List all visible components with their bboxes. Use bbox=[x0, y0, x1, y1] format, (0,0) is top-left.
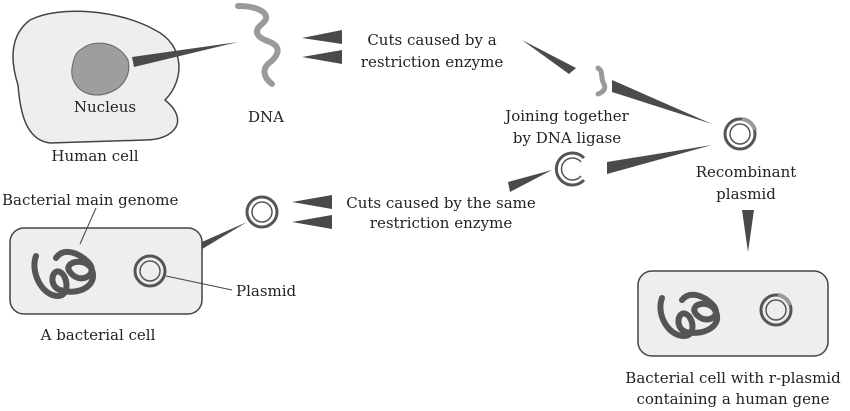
joining-label-line2: by DNA ligase bbox=[512, 129, 622, 147]
bacterial-genome-icon bbox=[31, 248, 97, 299]
bacterial-plasmid-icon bbox=[133, 254, 167, 288]
result-genome-icon bbox=[657, 291, 721, 339]
plasmid-label: Plasmid bbox=[236, 282, 297, 300]
nucleus-label: Nucleus bbox=[73, 98, 137, 116]
nucleus-icon bbox=[71, 42, 130, 96]
bacterial-main-genome-label: Bacterial main genome bbox=[2, 191, 179, 209]
arrow-wedge-icon bbox=[612, 80, 712, 124]
recombinant-label-line1: Recombinant bbox=[695, 163, 797, 181]
arrow-wedge-icon bbox=[508, 170, 552, 192]
bacterial-plasmid-inner-ring bbox=[139, 260, 161, 282]
cut-plasmid-icon bbox=[554, 151, 586, 187]
result-plasmid-icon bbox=[759, 293, 793, 327]
plasmid-icon bbox=[245, 195, 279, 229]
recombinant-plasmid-inner-ring bbox=[729, 123, 751, 145]
joining-label-line1: Joining together bbox=[505, 107, 629, 125]
genome-leader-line bbox=[79, 207, 97, 245]
dna-strand-icon bbox=[235, 3, 281, 87]
arrow-wedge-icon bbox=[132, 42, 238, 67]
result-cell-label-line1: Bacterial cell with r-plasmid bbox=[625, 369, 841, 387]
dna-fragment-icon bbox=[595, 65, 608, 97]
arrow-wedge-icon bbox=[522, 40, 576, 74]
result-plasmid-inner-ring bbox=[765, 299, 787, 321]
dna-label: DNA bbox=[248, 108, 284, 126]
arrow-wedge-icon bbox=[302, 50, 342, 64]
cuts-same-label-line1: Cuts caused by the same bbox=[346, 194, 536, 212]
result-insert-segment bbox=[777, 293, 792, 306]
recombinant-insert-segment bbox=[741, 117, 757, 131]
recombinant-label-line2: plasmid bbox=[716, 185, 776, 203]
cut-plasmid-inner-ring bbox=[560, 157, 582, 181]
result-cell-label-line2: containing a human gene bbox=[636, 390, 830, 408]
cuts-restriction-label-line2: restriction enzyme bbox=[360, 53, 504, 71]
recombinant-plasmid-icon bbox=[723, 117, 757, 151]
arrow-wedge-icon bbox=[607, 145, 712, 174]
cuts-restriction-label-line1: Cuts caused by a bbox=[367, 31, 497, 49]
plasmid-inner-ring bbox=[251, 201, 273, 223]
arrow-wedge-icon bbox=[302, 30, 342, 44]
result-cell-box bbox=[637, 270, 829, 357]
human-cell-label: Human cell bbox=[51, 147, 139, 165]
cuts-same-label-line2: restriction enzyme bbox=[369, 214, 513, 232]
plasmid-leader-line bbox=[165, 275, 233, 291]
arrow-wedge-icon bbox=[292, 215, 332, 229]
arrow-wedge-icon bbox=[292, 195, 332, 209]
arrow-wedge-icon bbox=[742, 210, 754, 252]
bacterial-cell-box bbox=[9, 227, 203, 315]
bacterial-cell-label: A bacterial cell bbox=[40, 326, 156, 344]
